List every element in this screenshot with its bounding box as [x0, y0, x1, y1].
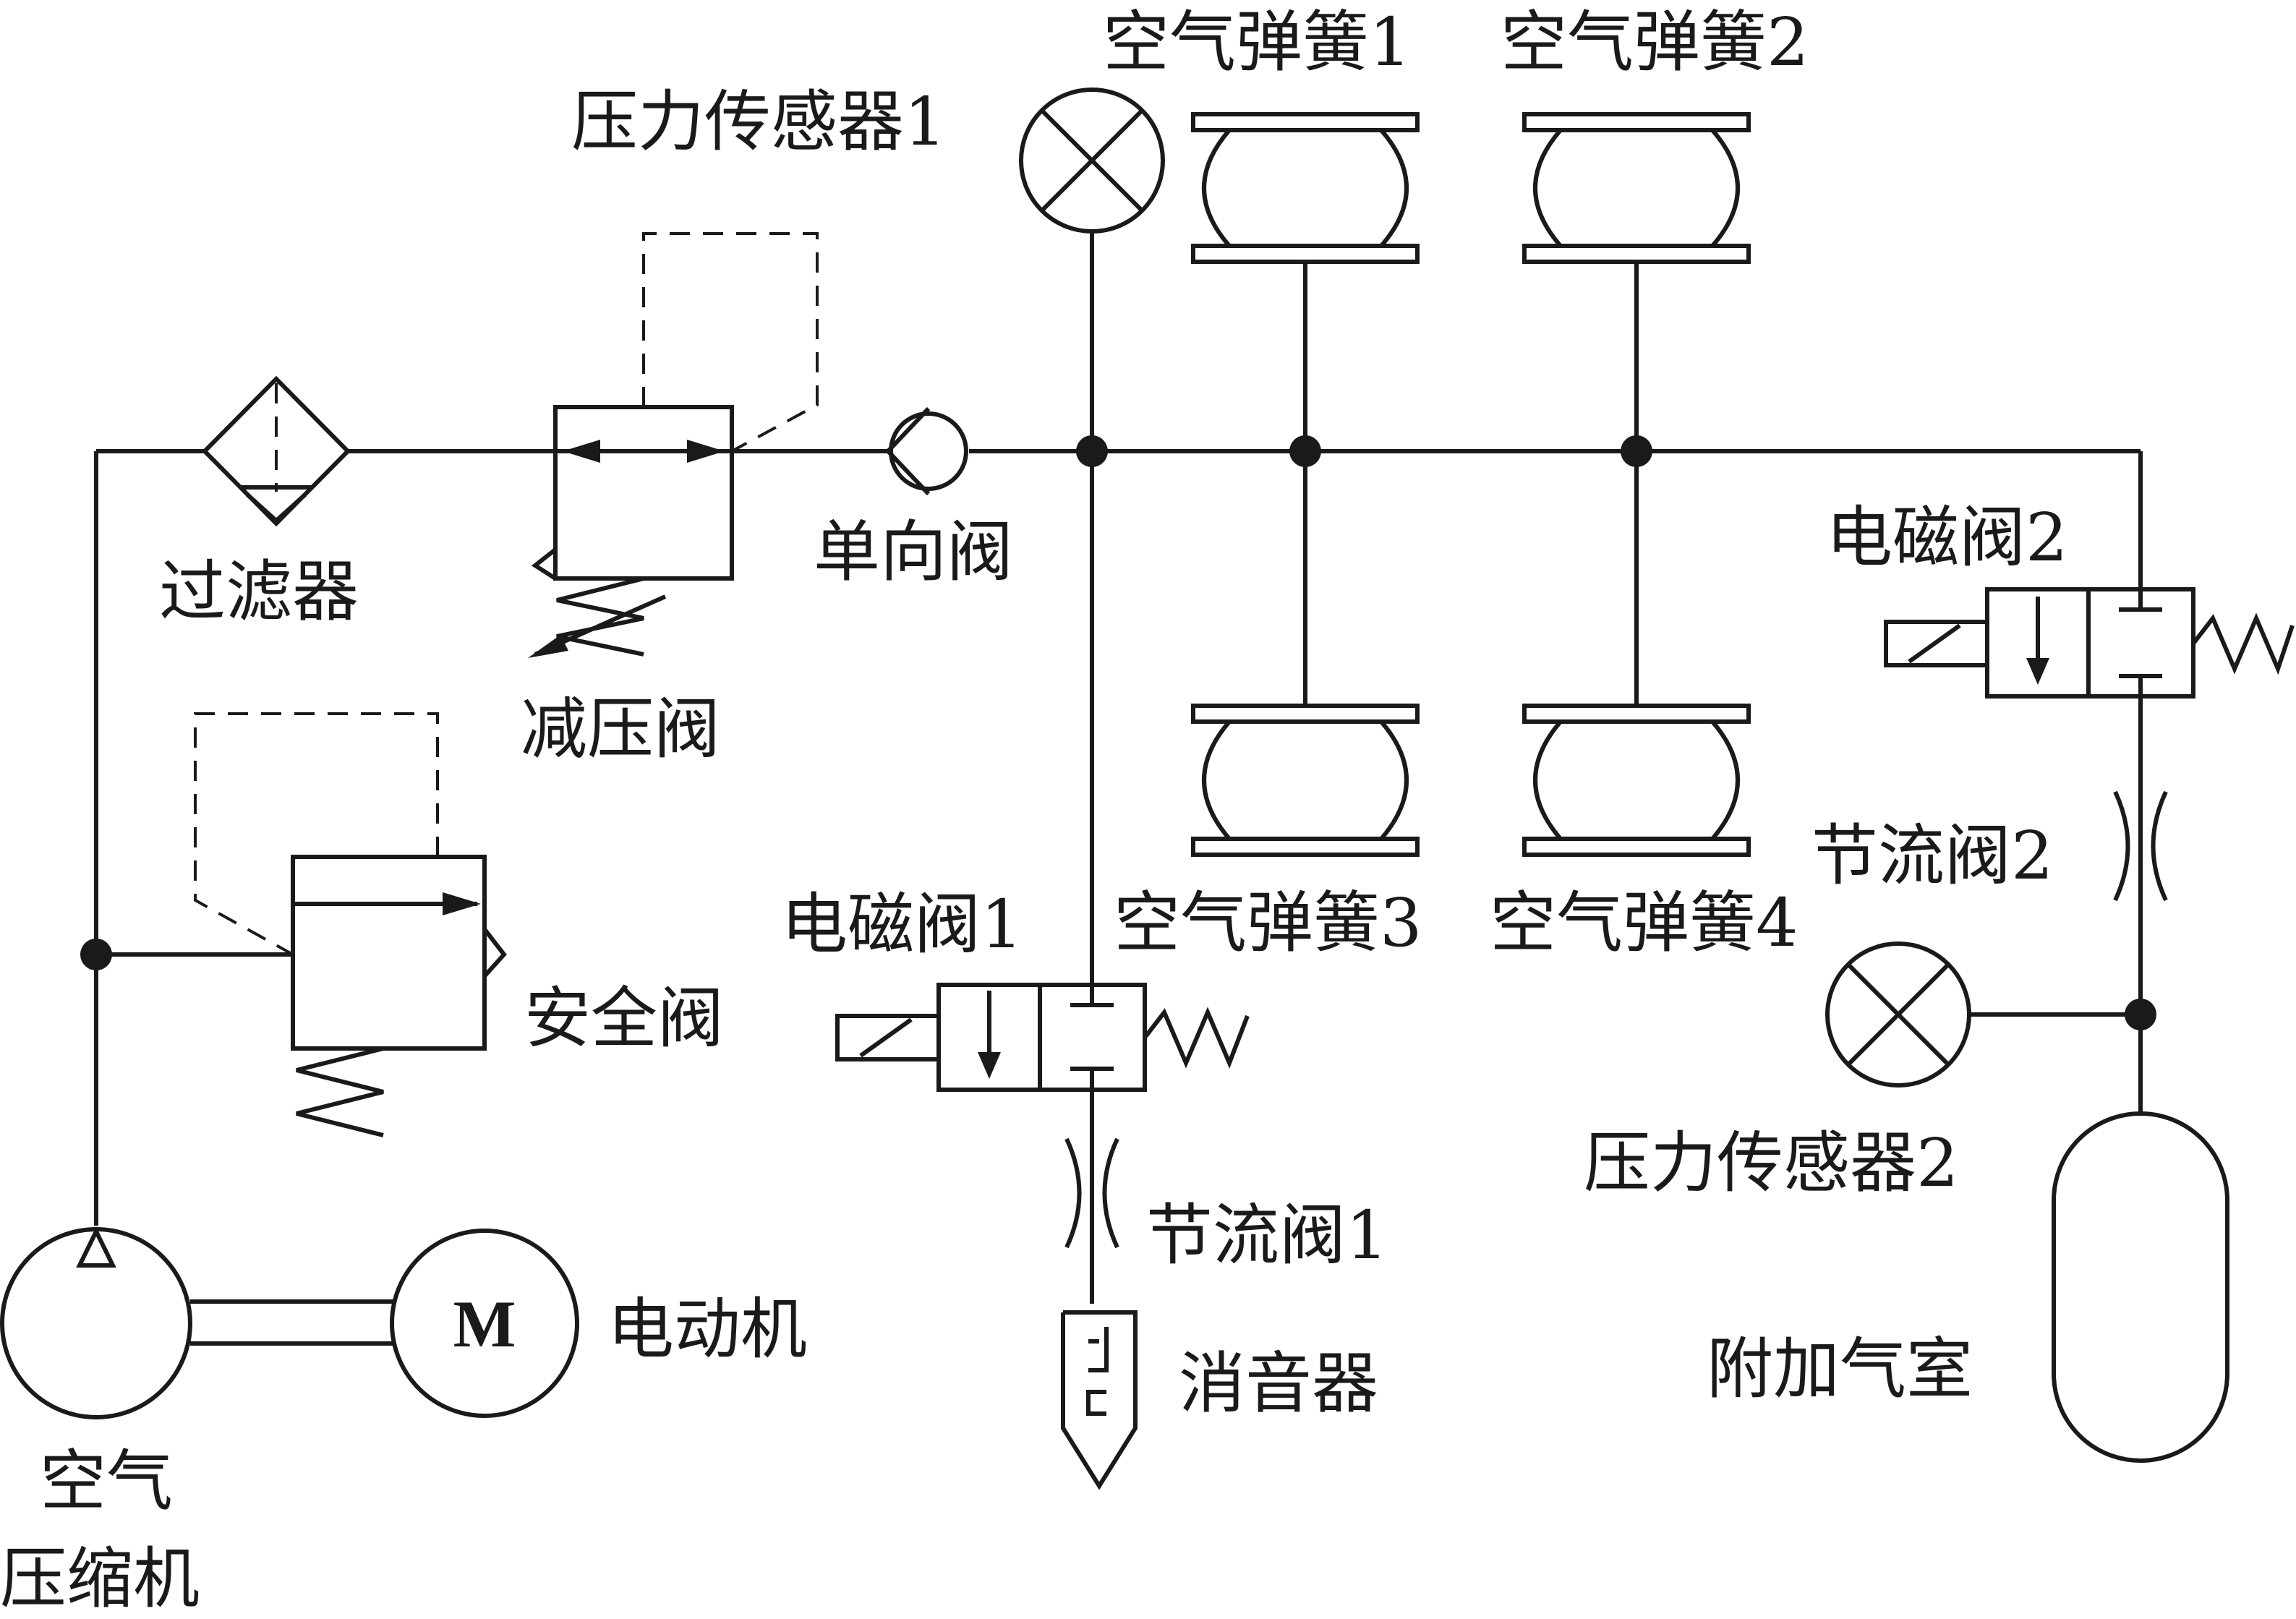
compressor-label-line2: 压缩机 [0, 1540, 200, 1618]
drive-shaft-symbol [190, 1299, 394, 1346]
main-supply-line [96, 449, 2143, 589]
pressure-reducing-valve-symbol [528, 232, 819, 658]
compressor-symbol [0, 1226, 192, 1419]
motor-label: 电动机 [607, 1291, 807, 1368]
throttle-valve-1-label: 节流阀1 [1146, 1197, 1388, 1274]
aux-chamber-symbol [2052, 1111, 2229, 1463]
pressure-sensor-1-label: 压力传感器1 [571, 83, 947, 161]
check-valve-symbol [884, 406, 968, 496]
junction-dot-sensor-2 [2125, 999, 2156, 1030]
air-spring-4-label: 空气弹簧4 [1490, 884, 1798, 962]
air-spring-2-symbol [1522, 112, 1751, 264]
check-valve-label: 单向阀 [814, 513, 1013, 591]
air-spring-4-symbol [1522, 704, 1751, 857]
compressor-label-line1: 空气 [40, 1443, 173, 1520]
solenoid-valve-1-label: 电磁阀1 [781, 886, 1023, 963]
filter-symbol [201, 375, 351, 527]
air-spring-3-label: 空气弹簧3 [1114, 884, 1422, 962]
air-spring-1-symbol [1191, 112, 1420, 264]
pressure-reducing-valve-label: 减压阀 [521, 691, 720, 768]
muffler-symbol [1061, 1310, 1138, 1490]
air-spring-3-symbol [1191, 704, 1420, 857]
throttle-valve-2-symbol [2113, 790, 2168, 902]
motor-symbol-text: M [453, 1287, 516, 1361]
air-spring-2-label: 空气弹簧2 [1501, 4, 1809, 81]
air-spring-1-label: 空气弹簧1 [1103, 4, 1412, 81]
filter-label: 过滤器 [159, 553, 359, 631]
pressure-sensor-1-symbol [1019, 87, 1165, 234]
safety-valve-symbol [194, 712, 507, 1137]
safety-valve-label: 安全阀 [524, 980, 724, 1057]
solenoid-valve-1-symbol [835, 983, 1250, 1092]
throttle-valve-1-symbol [1064, 1137, 1119, 1249]
junction-dot-safety [80, 939, 112, 970]
pressure-sensor-2-label: 压力传感器2 [1584, 1124, 1959, 1202]
throttle-valve-2-label: 节流阀2 [1811, 817, 2054, 894]
muffler-label: 消音器 [1179, 1345, 1378, 1422]
solenoid-valve-2-label: 电磁阀2 [1826, 499, 2068, 576]
motor-symbol: M [390, 1229, 579, 1418]
aux-chamber-label: 附加气室 [1707, 1330, 1973, 1408]
pressure-sensor-2-symbol [1825, 941, 1971, 1088]
solenoid-valve-2-symbol [1884, 587, 2295, 699]
